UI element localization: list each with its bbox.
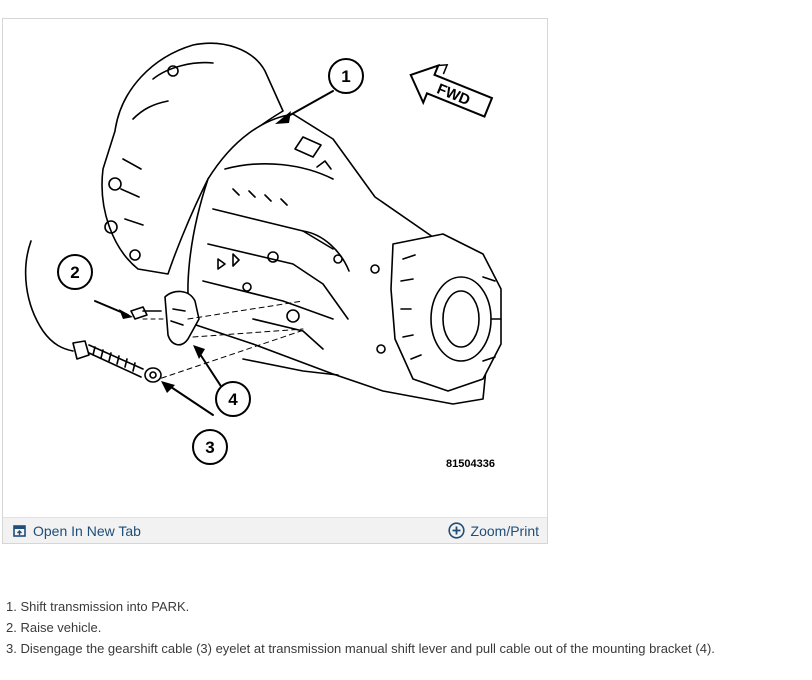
step-3: 3. Disengage the gearshift cable (3) eye…: [6, 641, 715, 656]
open-in-new-tab-icon: [13, 524, 27, 538]
gearshift-cable: [24, 240, 162, 383]
open-in-new-tab-label: Open In New Tab: [33, 522, 141, 539]
bolt: [130, 306, 162, 320]
callout-4-label: 4: [228, 390, 238, 409]
callout-4: 4: [215, 381, 251, 417]
open-in-new-tab-link[interactable]: Open In New Tab: [13, 523, 141, 539]
callout-1-label: 1: [341, 67, 350, 86]
instruction-steps: 1. Shift transmission into PARK. 2. Rais…: [6, 596, 806, 659]
figure-card: FWD 1 2 3 4: [2, 18, 548, 544]
arrowheads: [119, 111, 291, 393]
zoom-print-label: Zoom/Print: [470, 522, 539, 539]
zoom-print-link[interactable]: Zoom/Print: [447, 522, 539, 539]
fwd-direction-arrow: FWD: [409, 63, 494, 118]
callout-1: 1: [328, 58, 364, 94]
callout-3-label: 3: [205, 438, 214, 457]
mounting-bracket: [142, 290, 304, 382]
output-flange: [370, 233, 502, 392]
zoom-plus-icon: [447, 522, 465, 539]
figure-toolbar: Open In New Tab Zoom/Print: [3, 517, 547, 543]
callout-2: 2: [57, 254, 93, 290]
callout-2-label: 2: [70, 263, 79, 282]
callout-3: 3: [192, 429, 228, 465]
step-2: 2. Raise vehicle.: [6, 620, 102, 635]
transmission-diagram: FWD 1 2 3 4: [3, 19, 547, 517]
step-1: 1. Shift transmission into PARK.: [6, 599, 190, 614]
figure-number: 81504336: [446, 458, 495, 470]
